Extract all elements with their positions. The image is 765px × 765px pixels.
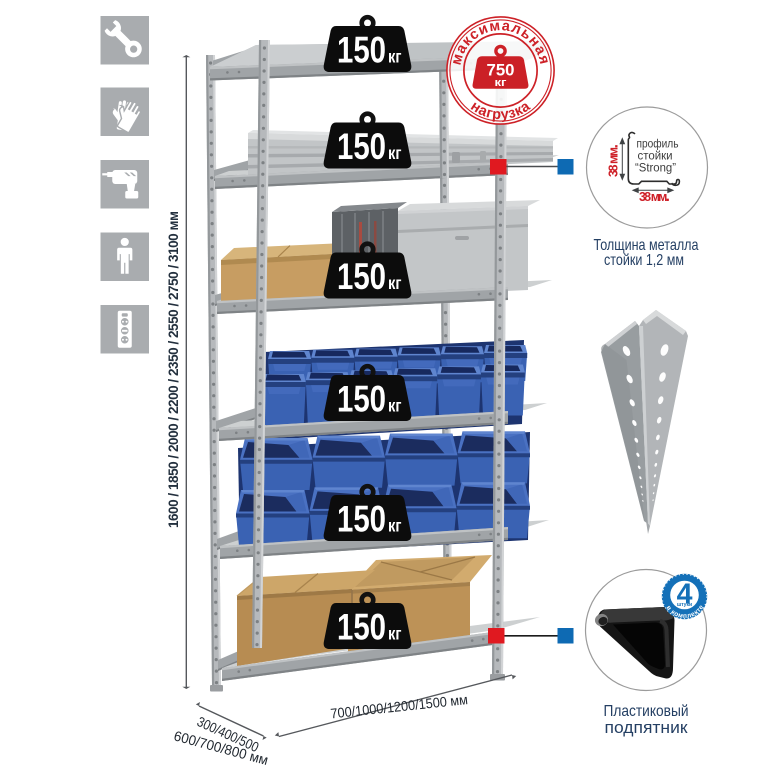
svg-text:кг: кг: [388, 624, 402, 644]
svg-text:Пластиковый: Пластиковый: [604, 703, 689, 720]
svg-text:кг: кг: [388, 47, 402, 67]
svg-text:штуки: штуки: [677, 602, 692, 608]
svg-text:1600 / 1850 / 2000 / 2200 / 23: 1600 / 1850 / 2000 / 2200 / 2350 / 2550 …: [166, 211, 181, 528]
svg-text:150: 150: [337, 256, 386, 297]
svg-text:кг: кг: [388, 396, 402, 416]
svg-text:150: 150: [337, 379, 386, 420]
svg-text:750: 750: [487, 61, 515, 80]
svg-text:700/1000/1200/1500 мм: 700/1000/1200/1500 мм: [330, 691, 469, 721]
svg-text:стойки: стойки: [638, 149, 673, 163]
svg-text:кг: кг: [495, 77, 507, 89]
svg-text:кг: кг: [388, 143, 402, 163]
svg-text:150: 150: [337, 30, 386, 71]
svg-text:“Strong”: “Strong”: [635, 161, 676, 175]
svg-text:кг: кг: [388, 273, 402, 293]
svg-text:стойки 1,2 мм: стойки 1,2 мм: [604, 252, 684, 269]
svg-text:150: 150: [337, 499, 386, 540]
svg-text:Толщина металла: Толщина металла: [594, 237, 699, 254]
svg-text:150: 150: [337, 607, 386, 648]
svg-text:38 мм.: 38 мм.: [639, 188, 670, 205]
svg-text:4: 4: [677, 579, 693, 611]
svg-text:профиль: профиль: [637, 137, 679, 151]
svg-text:38 мм.: 38 мм.: [605, 144, 622, 177]
svg-text:150: 150: [337, 126, 386, 167]
svg-text:подпятник: подпятник: [605, 718, 689, 737]
svg-text:кг: кг: [388, 516, 402, 536]
